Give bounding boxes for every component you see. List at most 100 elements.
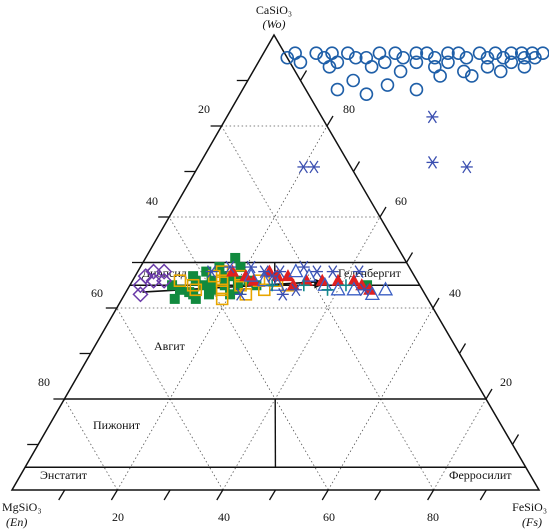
right-tick-mark (485, 388, 493, 400)
point-square-yellow (257, 283, 271, 297)
right-tick-mark (432, 297, 440, 309)
point-triangle-red (355, 278, 369, 291)
field-label-ferrosilite: Ферросилит (449, 468, 512, 482)
right-tick-mark (379, 206, 387, 218)
point-square-yellow (173, 274, 187, 288)
left-tick-20: 20 (198, 102, 210, 116)
point-triangle-red (315, 273, 329, 286)
point-asterisk-blue (245, 260, 258, 274)
point-asterisk-blue (460, 160, 473, 174)
point-circle-blue (457, 64, 471, 79)
right-tick-mark (299, 70, 308, 81)
point-circle-blue (341, 46, 355, 61)
field-label-augite: Авгит (154, 339, 186, 353)
right-vertex-formula: FeSiO₃ (512, 500, 547, 514)
point-circle-blue (348, 50, 363, 65)
grid-line-en-80 (64, 398, 118, 491)
bottom-tick-mark (110, 489, 118, 501)
point-circle-blue (496, 50, 511, 65)
point-asterisk-blue (353, 265, 366, 278)
point-square-green (230, 252, 241, 263)
bottom-tick-mark (216, 489, 224, 501)
bottom-tick-mark (268, 489, 277, 501)
point-diamond-purple (156, 263, 173, 280)
point-circle-blue (393, 64, 408, 79)
point-circle-blue (433, 69, 447, 83)
point-square-green (206, 275, 217, 286)
point-asterisk-blue (223, 260, 236, 274)
point-circle-blue (528, 50, 542, 65)
point-square-yellow (215, 292, 229, 306)
right-tick-20: 20 (500, 375, 512, 389)
point-square-green (167, 280, 178, 291)
point-triangle-blue (301, 267, 317, 282)
point-diamond-purple (156, 272, 173, 289)
point-circle-blue (346, 73, 361, 88)
point-square-yellow (215, 274, 229, 288)
point-circle-blue (441, 55, 455, 70)
point-circle-blue (396, 50, 410, 65)
bottom-tick-mark (479, 489, 487, 501)
point-square-green (225, 289, 236, 300)
point-triangle-blue (288, 263, 304, 278)
point-asterisk-blue (266, 269, 279, 283)
right-vertex-symbol: (Fs) (522, 515, 542, 529)
point-circle-blue (420, 46, 434, 61)
bottom-tick-mark (427, 489, 435, 501)
point-square-yellow (189, 283, 203, 297)
point-plus-teal (321, 283, 334, 296)
point-diamond-purple (145, 263, 162, 280)
point-triangle-red (347, 273, 361, 286)
point-asterisk-blue (426, 156, 439, 169)
point-circle-blue (359, 87, 374, 101)
right-tick-mark (326, 115, 334, 127)
right-tick-mark (458, 343, 467, 354)
point-square-green (214, 262, 225, 273)
point-square-yellow (186, 278, 200, 292)
point-plus-teal (266, 279, 279, 292)
left-tick-80: 80 (38, 375, 50, 389)
point-square-green (190, 293, 201, 304)
point-square-green (232, 275, 243, 286)
point-asterisk-blue (234, 287, 247, 301)
top-vertex-symbol: (Wo) (263, 17, 286, 31)
point-circle-blue (451, 46, 466, 61)
point-circle-blue (330, 82, 345, 97)
point-square-green (174, 284, 185, 295)
data-points (132, 46, 549, 306)
point-circle-blue (488, 46, 503, 61)
point-triangle-blue (243, 267, 259, 282)
point-plus-teal (339, 279, 352, 292)
field-label-hedenbergite: Геденбергит (338, 266, 402, 280)
right-tick-80: 80 (343, 102, 355, 116)
point-circle-blue (364, 60, 379, 74)
point-circle-blue (480, 50, 495, 65)
right-tick-40: 40 (449, 286, 461, 300)
point-triangle-red (331, 273, 345, 286)
point-circle-blue (428, 60, 442, 74)
point-asterisk-blue (276, 287, 289, 301)
grid-line-fs-80 (433, 398, 487, 491)
point-circle-blue (409, 82, 424, 97)
point-asterisk-blue (205, 265, 218, 278)
left-tick-40: 40 (146, 194, 158, 208)
left-tick-60: 60 (91, 286, 103, 300)
bottom-tick-40: 40 (218, 510, 230, 524)
point-square-green (235, 262, 246, 273)
point-plus-teal (297, 279, 310, 292)
point-circle-blue (428, 50, 442, 65)
point-asterisk-blue (297, 260, 310, 274)
bottom-tick-mark (321, 489, 329, 501)
point-triangle-blue (377, 281, 394, 296)
left-vertex-formula: MgSiO₃ (2, 500, 42, 514)
point-triangle-blue (256, 272, 272, 287)
point-square-green (203, 289, 214, 300)
field-label-pigeonite: Пижонит (93, 418, 141, 432)
point-asterisk-blue (310, 265, 323, 278)
point-triangle-red (247, 273, 261, 286)
point-diamond-purple (132, 286, 149, 303)
point-circle-blue (504, 55, 519, 70)
point-square-green (219, 280, 230, 291)
point-square-yellow (215, 283, 229, 297)
